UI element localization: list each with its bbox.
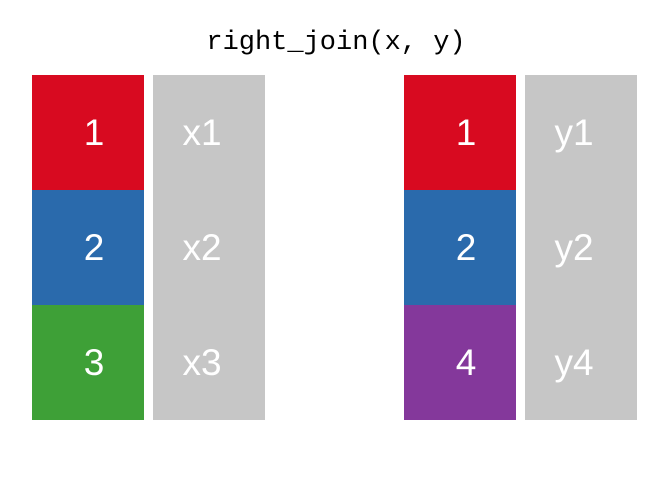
key-cell-label: 3 [83,342,105,383]
table-row: 1 y1 [404,75,640,190]
value-cell-label: y1 [554,112,594,153]
key-cell[interactable]: 1 [404,75,516,190]
key-cell-label: 1 [455,112,477,153]
value-cell-label: y2 [554,227,594,268]
key-cell[interactable]: 1 [32,75,144,190]
key-cell-label: 1 [83,112,105,153]
value-cell[interactable]: x2 [153,190,265,305]
key-cell[interactable]: 2 [32,190,144,305]
table-row: 4 y4 [404,305,640,420]
table-row: 2 y2 [404,190,640,305]
value-cell-label: x1 [182,112,222,153]
key-cell[interactable]: 3 [32,305,144,420]
table-y: 1 y1 2 y2 4 y4 [404,75,640,420]
table-row: 2 x2 [32,190,268,305]
key-cell-label: 2 [83,227,105,268]
value-cell-label: x3 [182,342,222,383]
key-cell[interactable]: 2 [404,190,516,305]
table-x: 1 x1 2 x2 3 x3 [32,75,268,420]
value-cell[interactable]: y2 [525,190,637,305]
key-cell-label: 4 [455,342,477,383]
table-row: 1 x1 [32,75,268,190]
value-cell[interactable]: y4 [525,305,637,420]
page-title: right_join(x, y) [206,28,466,58]
value-cell[interactable]: x1 [153,75,265,190]
table-row: 3 x3 [32,305,268,420]
value-cell-label: y4 [554,342,594,383]
value-cell[interactable]: y1 [525,75,637,190]
key-cell[interactable]: 4 [404,305,516,420]
value-cell-label: x2 [182,227,222,268]
value-cell[interactable]: x3 [153,305,265,420]
key-cell-label: 2 [455,227,477,268]
